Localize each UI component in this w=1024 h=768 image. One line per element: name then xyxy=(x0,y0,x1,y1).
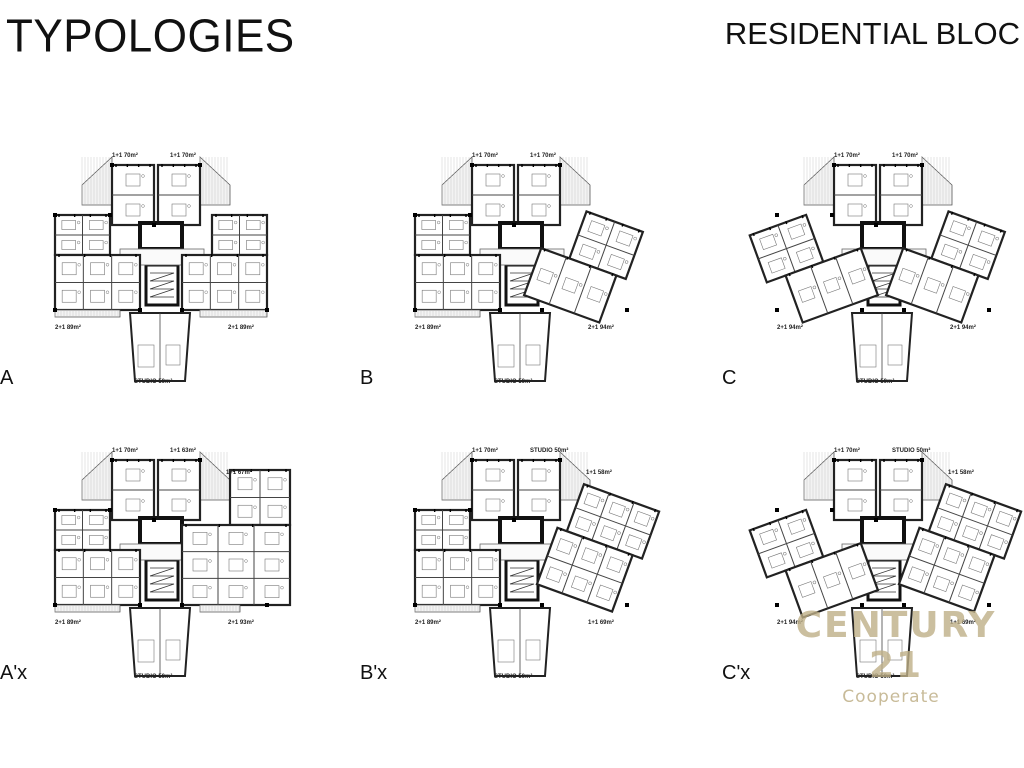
unit-label-bottom: STUDIO 50m² xyxy=(494,379,533,385)
unit-label-bl: 2+1 89m² xyxy=(415,620,441,626)
plan-label: A xyxy=(0,367,14,389)
unit-label-bl: 2+1 94m² xyxy=(777,325,803,331)
century21-watermark: CENTURY 21 Cooperate xyxy=(768,606,1024,708)
unit-label-bl: 2+1 94m² xyxy=(777,620,803,626)
unit-label-tr: STUDIO 50m² xyxy=(892,448,931,454)
floor-plan-b: 1+1 70m² 1+1 70m² 2+1 89m² 2+1 94m² STUDIO 5… xyxy=(360,145,690,395)
floor-plan-c: 1+1 70m² 1+1 70m² 2+1 94m² 2+1 94m² STUDIO 5… xyxy=(722,145,1024,395)
floor-plan-drawing xyxy=(748,451,1023,677)
unit-label-tl: 1+1 70m² xyxy=(472,448,498,454)
plan-drawing xyxy=(748,451,1023,677)
plan-label: C'x xyxy=(722,662,751,684)
floor-plan-drawing xyxy=(53,451,292,677)
watermark-brand: CENTURY 21 xyxy=(795,605,997,686)
unit-label-bottom: STUDIO 50m² xyxy=(856,674,895,680)
floor-plan-drawing xyxy=(413,451,661,677)
watermark-sub: Cooperate xyxy=(842,687,940,707)
plan-drawing xyxy=(413,156,645,382)
plan-label: B'x xyxy=(360,662,388,684)
unit-label-tr: 1+1 70m² xyxy=(530,153,556,159)
unit-label-br: 2+1 94m² xyxy=(588,325,614,331)
unit-label-tr: STUDIO 50m² xyxy=(530,448,569,454)
unit-label-br: 2+1 89m² xyxy=(228,325,254,331)
unit-label-tl: 1+1 70m² xyxy=(834,448,860,454)
plan-drawing xyxy=(413,451,661,677)
plan-label: A'x xyxy=(0,662,28,684)
plan-label: C xyxy=(722,367,737,389)
floor-plan-ax: 1+1 70m² 1+1 63m² 2+1 89m² 2+1 93m² 1+1 67m²… xyxy=(0,440,330,690)
unit-label-bl: 2+1 89m² xyxy=(55,325,81,331)
unit-label-bottom: STUDIO 50m² xyxy=(134,674,173,680)
unit-label-tl: 1+1 70m² xyxy=(834,153,860,159)
plan-label: B xyxy=(360,367,374,389)
unit-label-br: 2+1 94m² xyxy=(950,325,976,331)
unit-label-br: 1+1 69m² xyxy=(588,620,614,626)
floor-plan-drawing xyxy=(53,156,269,382)
unit-label-tl: 1+1 70m² xyxy=(112,153,138,159)
unit-label-br: 2+1 93m² xyxy=(228,620,254,626)
unit-label-tl: 1+1 70m² xyxy=(112,448,138,454)
unit-label-tr: 1+1 70m² xyxy=(170,153,196,159)
unit-label-br: 1+1 69m² xyxy=(950,620,976,626)
floor-plan-drawing xyxy=(748,156,1007,382)
page-subtitle: RESIDENTIAL BLOC xyxy=(724,16,1020,51)
unit-label-right: 1+1 58m² xyxy=(948,470,974,476)
plan-drawing xyxy=(53,156,269,382)
unit-label-tl: 1+1 70m² xyxy=(472,153,498,159)
floor-plan-cx: 1+1 70m² STUDIO 50m² 2+1 94m² 1+1 69m² 1+1 5… xyxy=(722,440,1024,690)
floor-plan-drawing xyxy=(413,156,645,382)
plan-drawing xyxy=(53,451,292,677)
unit-label-bl: 2+1 89m² xyxy=(415,325,441,331)
unit-label-bottom: STUDIO 50m² xyxy=(494,674,533,680)
plan-drawing xyxy=(748,156,1007,382)
unit-label-right: 1+1 67m² xyxy=(226,470,252,476)
page-title: TYPOLOGIES xyxy=(6,10,295,63)
unit-label-bottom: STUDIO 50m² xyxy=(134,379,173,385)
floor-plan-bx: 1+1 70m² STUDIO 50m² 2+1 89m² 1+1 69m² 1+1 5… xyxy=(360,440,690,690)
floor-plan-a: 1+1 70m² 1+1 70m² 2+1 89m² 2+1 89m² STUDIO 5… xyxy=(0,145,330,395)
unit-label-bl: 2+1 89m² xyxy=(55,620,81,626)
unit-label-tr: 1+1 70m² xyxy=(892,153,918,159)
unit-label-tr: 1+1 63m² xyxy=(170,448,196,454)
unit-label-right: 1+1 58m² xyxy=(586,470,612,476)
unit-label-bottom: STUDIO 50m² xyxy=(856,379,895,385)
